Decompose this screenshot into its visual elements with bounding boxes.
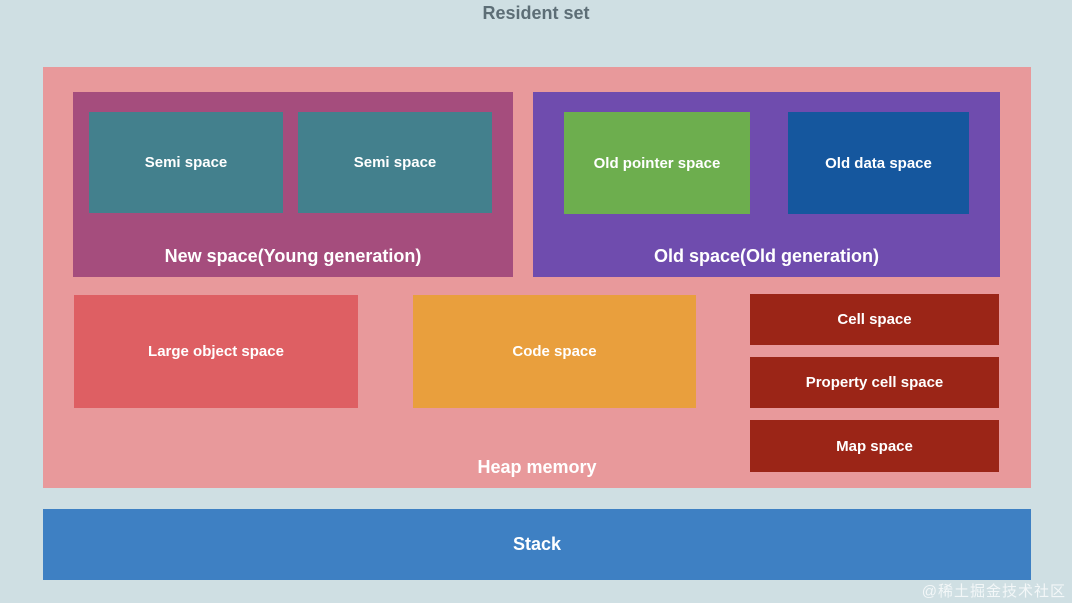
old-pointer-space-box: Old pointer space bbox=[564, 112, 750, 214]
semi-space-box-1: Semi space bbox=[89, 112, 283, 213]
page-title: Resident set bbox=[482, 2, 590, 23]
semi-space-box-2: Semi space bbox=[298, 112, 492, 213]
map-space-box: Map space bbox=[750, 420, 999, 472]
old-space-label: Old space(Old generation) bbox=[653, 245, 880, 266]
new-space-label: New space(Young generation) bbox=[164, 245, 422, 266]
cell-space-box: Cell space bbox=[750, 294, 999, 345]
old-data-space-box: Old data space bbox=[788, 112, 969, 214]
stack-box: Stack bbox=[43, 509, 1031, 580]
code-space-box: Code space bbox=[413, 295, 696, 408]
property-cell-space-box: Property cell space bbox=[750, 357, 999, 408]
watermark: @稀土掘金技术社区 bbox=[921, 583, 1066, 600]
heap-memory-container: Semi space Semi space New space(Young ge… bbox=[43, 67, 1031, 488]
new-space-box: Semi space Semi space New space(Young ge… bbox=[73, 92, 513, 277]
old-space-box: Old pointer space Old data space Old spa… bbox=[533, 92, 1000, 277]
large-object-space-box: Large object space bbox=[74, 295, 358, 408]
heap-memory-label: Heap memory bbox=[477, 456, 597, 477]
